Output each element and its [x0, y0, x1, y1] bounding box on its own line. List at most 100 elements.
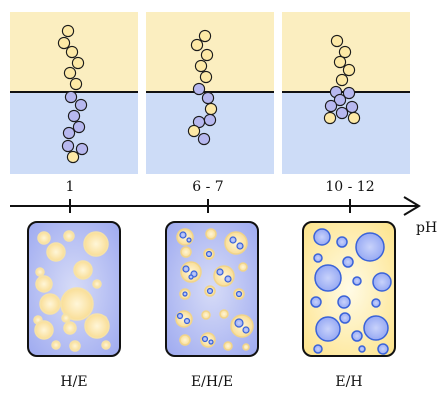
- polymer-chains: [57, 24, 361, 164]
- water-droplet: [351, 330, 363, 342]
- inner-water-droplet: [183, 317, 191, 325]
- oil-droplet: [39, 293, 61, 315]
- water-droplet: [314, 264, 342, 292]
- ph-axis: 1 6 - 7 10 - 12 pH: [10, 179, 437, 236]
- chain-2-bead: [200, 48, 214, 62]
- oil-droplet: [37, 231, 51, 245]
- oil-droplet: [83, 231, 109, 257]
- chain-2-bead: [187, 124, 201, 138]
- chain-3-bead: [335, 73, 349, 87]
- inner-water-droplet: [182, 265, 190, 273]
- inner-water-droplet: [188, 274, 194, 280]
- water-droplet: [352, 276, 362, 286]
- oil-droplet: [180, 246, 192, 258]
- inner-water-droplet: [182, 291, 188, 297]
- chain-3-bead: [330, 34, 344, 48]
- chain-2-bead: [192, 82, 206, 96]
- chain-3-bead: [335, 106, 349, 120]
- chain-3-bead: [342, 63, 356, 77]
- oil-droplet: [223, 341, 233, 351]
- tick-label-1: 1: [66, 179, 75, 195]
- chain-1-bead: [61, 139, 75, 153]
- chain-3-bead: [324, 99, 338, 113]
- chain-2-bead: [190, 38, 204, 52]
- chain-1-bead: [63, 66, 77, 80]
- chain-1-bead: [57, 36, 71, 50]
- inner-water-droplet: [208, 339, 214, 345]
- inner-water-droplet: [235, 290, 243, 298]
- chain-2-bead: [197, 132, 211, 146]
- oil-droplet: [205, 228, 217, 240]
- inner-water-droplet: [179, 231, 187, 239]
- inner-water-droplet: [206, 287, 214, 295]
- oil-droplet: [213, 265, 235, 287]
- water-droplet: [358, 345, 366, 353]
- oil-droplet: [35, 275, 53, 293]
- water-droplet: [372, 272, 392, 292]
- inner-water-droplet: [186, 237, 192, 243]
- chain-1-bead: [61, 24, 75, 38]
- chain-3-bead: [333, 55, 347, 69]
- water-droplet: [371, 298, 381, 308]
- water-droplet: [313, 228, 331, 246]
- water-droplet: [313, 344, 323, 354]
- oil-droplet: [46, 242, 66, 262]
- inner-water-droplet: [224, 275, 232, 283]
- oil-droplet: [51, 340, 61, 350]
- chain-2-bead: [203, 113, 217, 127]
- oil-droplet: [73, 260, 93, 280]
- water-droplet: [313, 253, 323, 263]
- oil-droplet: [179, 334, 191, 346]
- emulsion-label-3: E/H: [335, 374, 362, 390]
- water-droplet: [355, 232, 385, 262]
- chain-3-bead: [347, 111, 361, 125]
- chain-3-bead: [338, 45, 352, 59]
- oil-droplet: [63, 321, 77, 335]
- emulsion-box-1: [27, 221, 121, 357]
- chain-1-bead: [72, 120, 86, 134]
- oil-droplet: [84, 313, 110, 339]
- chain-3-bead: [323, 111, 337, 125]
- chain-2-bead: [194, 59, 208, 73]
- oil-droplet: [61, 313, 71, 323]
- oil-droplet: [60, 287, 94, 321]
- oil-droplet: [69, 340, 81, 352]
- water-droplet: [342, 256, 354, 268]
- chain-1-bead: [62, 126, 76, 140]
- emulsion-box-2: [165, 221, 259, 357]
- oil-droplet: [242, 343, 250, 351]
- water-droplet: [310, 296, 322, 308]
- water-droplet: [336, 236, 348, 248]
- oil-droplet: [35, 267, 45, 277]
- chain-1-bead: [64, 90, 78, 104]
- chain-2-bead: [198, 29, 212, 43]
- chain-1-bead: [65, 45, 79, 59]
- chain-1-bead: [74, 98, 88, 112]
- oil-droplet: [224, 231, 248, 255]
- inner-water-droplet: [242, 326, 250, 334]
- chain-3-bead: [333, 93, 347, 107]
- inner-water-droplet: [176, 312, 184, 320]
- oil-droplet: [219, 309, 229, 319]
- chain-2-bead: [199, 70, 213, 84]
- axis-unit-label: pH: [416, 220, 437, 236]
- chain-2-bead: [201, 91, 215, 105]
- inner-water-droplet: [216, 268, 224, 276]
- chain-3-bead: [345, 100, 359, 114]
- inner-water-droplet: [205, 250, 213, 258]
- water-droplet: [363, 315, 389, 341]
- emulsion-label-2: E/H/E: [191, 374, 233, 390]
- emulsion-box-3: [302, 221, 396, 357]
- water-droplet: [377, 343, 389, 355]
- water-droplet: [337, 295, 351, 309]
- oil-droplet: [201, 310, 211, 320]
- oil-droplet: [92, 279, 102, 289]
- inner-water-droplet: [234, 318, 244, 328]
- oil-droplet: [63, 230, 75, 242]
- chain-1-bead: [69, 77, 83, 91]
- chain-1-bead: [71, 56, 85, 70]
- water-droplet: [315, 316, 341, 342]
- chain-3-bead: [342, 86, 356, 100]
- chain-1-bead: [75, 142, 89, 156]
